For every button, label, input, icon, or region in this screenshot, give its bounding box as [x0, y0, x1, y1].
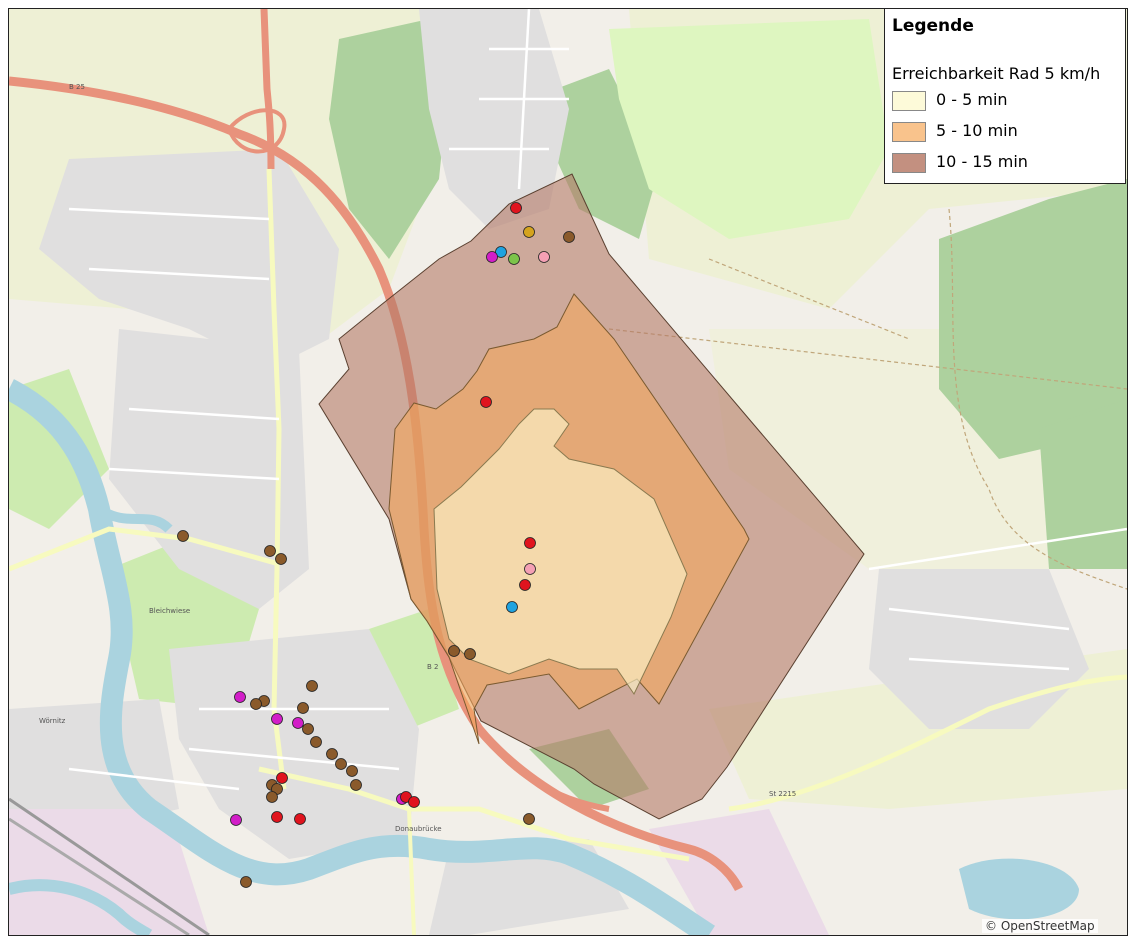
poi-marker-red[interactable]: [276, 772, 288, 784]
poi-marker-brown[interactable]: [346, 765, 358, 777]
poi-marker-red[interactable]: [480, 396, 492, 408]
forest-area: [1039, 399, 1127, 569]
poi-layer: [177, 202, 575, 888]
poi-marker-brown[interactable]: [266, 791, 278, 803]
poi-marker-red[interactable]: [271, 811, 283, 823]
legend-title: Legende: [892, 16, 974, 36]
poi-marker-red[interactable]: [294, 813, 306, 825]
poi-marker-magenta[interactable]: [486, 251, 498, 263]
road-interchange: [226, 108, 287, 154]
poi-marker-magenta[interactable]: [271, 713, 283, 725]
poi-marker-brown[interactable]: [250, 698, 262, 710]
poi-marker-pink[interactable]: [524, 563, 536, 575]
legend-label: 0 - 5 min: [936, 90, 1008, 109]
poi-marker-brown[interactable]: [464, 648, 476, 660]
minor-road: [449, 9, 569, 190]
main-road: [258, 766, 690, 862]
railway: [9, 817, 190, 935]
place-label-donaubruecke: Donaubrücke: [395, 825, 442, 833]
poi-marker-blue[interactable]: [495, 246, 507, 258]
poi-marker-red[interactable]: [510, 202, 522, 214]
poi-marker-magenta[interactable]: [234, 691, 246, 703]
poi-marker-red[interactable]: [519, 579, 531, 591]
road-label-b25: B 25: [69, 83, 85, 91]
minor-road: [68, 707, 400, 791]
isochrone-0-5-min: [433, 408, 688, 695]
poi-marker-brown[interactable]: [275, 553, 287, 565]
poi-marker-brown[interactable]: [306, 680, 318, 692]
poi-marker-magenta[interactable]: [230, 814, 242, 826]
golf-course: [609, 19, 889, 239]
legend: Legende Erreichbarkeit Rad 5 km/h 0 - 5 …: [884, 8, 1126, 184]
main-road: [9, 526, 280, 572]
industrial-area: [9, 809, 209, 935]
forest-area: [329, 19, 449, 259]
poi-marker-brown[interactable]: [297, 702, 309, 714]
map-canvas[interactable]: B 25 B 2 St 2215 Donaubrücke Bleichwiese…: [9, 9, 1127, 935]
poi-marker-brown[interactable]: [523, 813, 535, 825]
industrial-area: [649, 809, 829, 935]
residential-area: [169, 629, 419, 859]
poi-marker-blue[interactable]: [506, 601, 518, 613]
residential-area: [419, 9, 569, 229]
residential-area: [39, 149, 339, 369]
poi-marker-brown[interactable]: [264, 545, 276, 557]
road-b2: [476, 727, 610, 812]
poi-marker-brown[interactable]: [310, 736, 322, 748]
legend-subtitle: Erreichbarkeit Rad 5 km/h: [892, 64, 1101, 83]
road-b2: [260, 9, 275, 170]
poi-marker-brown[interactable]: [302, 723, 314, 735]
forest-area: [939, 179, 1127, 459]
railway: [9, 797, 210, 935]
residential-area: [109, 329, 309, 609]
attribution[interactable]: © OpenStreetMap: [982, 919, 1098, 933]
legend-swatch: [892, 122, 926, 142]
place-label-bleichwiese: Bleichwiese: [149, 607, 190, 615]
track: [608, 258, 1127, 390]
poi-marker-brown[interactable]: [563, 231, 575, 243]
minor-road: [868, 527, 1127, 671]
legend-swatch: [892, 153, 926, 173]
poi-marker-red[interactable]: [408, 796, 420, 808]
legend-swatch: [892, 91, 926, 111]
main-road: [407, 808, 416, 935]
residential-area: [869, 569, 1089, 729]
poi-marker-magenta[interactable]: [292, 717, 304, 729]
poi-marker-green[interactable]: [508, 253, 520, 265]
legend-label: 10 - 15 min: [936, 152, 1028, 171]
poi-marker-brown[interactable]: [240, 876, 252, 888]
poi-marker-brown[interactable]: [326, 748, 338, 760]
poi-marker-brown[interactable]: [177, 530, 189, 542]
main-road: [728, 674, 1127, 812]
poi-marker-pink[interactable]: [538, 251, 550, 263]
place-label-woernitz: Wörnitz: [39, 717, 66, 725]
lake: [959, 858, 1079, 920]
minor-road: [68, 207, 280, 481]
river: [96, 504, 173, 533]
road-label-b2: B 2: [427, 663, 438, 671]
road-label-st2215: St 2215: [769, 790, 796, 798]
poi-marker-red[interactable]: [524, 537, 536, 549]
poi-marker-gold[interactable]: [523, 226, 535, 238]
poi-marker-brown[interactable]: [350, 779, 362, 791]
poi-marker-brown[interactable]: [448, 645, 460, 657]
poi-marker-brown[interactable]: [335, 758, 347, 770]
river: [9, 879, 153, 935]
legend-label: 5 - 10 min: [936, 121, 1018, 140]
